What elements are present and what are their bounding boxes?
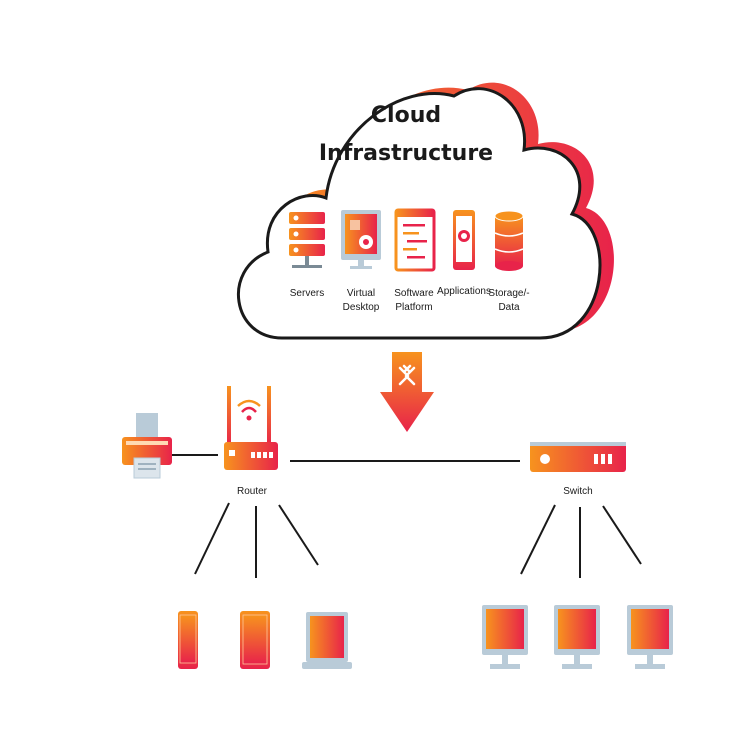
database-icon <box>494 210 524 271</box>
desktop-monitor-icon <box>627 605 673 669</box>
service-label-servers: Servers <box>290 288 324 299</box>
smartphone-cloud-icon <box>453 210 475 270</box>
service-label-desktop: Desktop <box>343 302 380 313</box>
connection-lines <box>170 454 642 578</box>
code-window-icon <box>394 208 436 272</box>
service-label-applications: Applications <box>437 286 491 297</box>
monitor-gear-icon <box>341 210 381 269</box>
tablet-icon <box>240 611 270 669</box>
service-label-storage: Storage/- <box>488 288 529 299</box>
cloud-title-line1: Cloud <box>371 103 441 128</box>
cloud-title-line2: Infrastructure <box>319 141 493 166</box>
switch-icon <box>530 442 626 472</box>
server-rack-icon <box>289 212 325 268</box>
desktop-monitor-icon <box>482 605 528 669</box>
laptop-icon <box>302 612 352 669</box>
router-label: Router <box>237 486 268 497</box>
service-label-software: Software <box>394 288 434 299</box>
service-label-platform: Platform <box>395 302 432 313</box>
desktop-monitor-icon <box>554 605 600 669</box>
switch-label: Switch <box>563 486 592 497</box>
service-label-virtual: Virtual <box>347 288 375 299</box>
smartphone-icon <box>178 611 198 669</box>
router-icon <box>224 386 278 470</box>
down-arrow-icon <box>380 352 434 432</box>
service-label-data: Data <box>498 302 520 313</box>
printer-icon <box>122 413 172 479</box>
